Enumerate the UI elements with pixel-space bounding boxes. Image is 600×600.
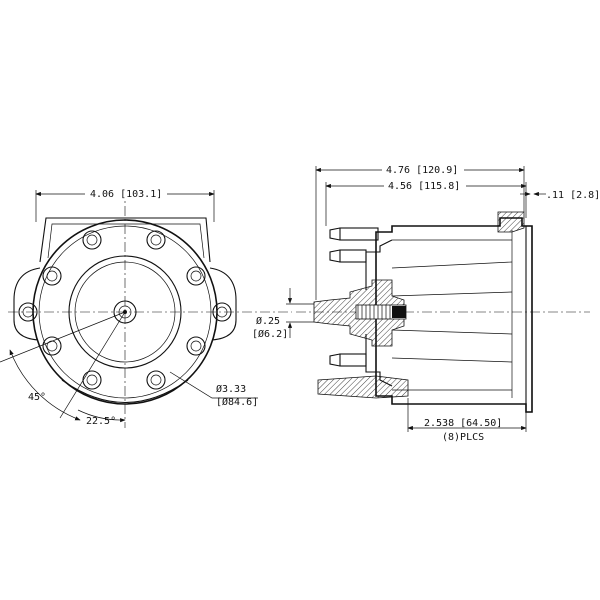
body-length-label: 4.56 [115.8] [388,181,460,192]
hole-diameter-mm-label: [Ø84.6] [216,396,258,408]
front-view: 4.06 [103.1] Ø3.33 [Ø84.6] 45° 22.5° [0,185,292,428]
pin-diameter-mm-label: [Ø6.2] [252,328,288,340]
side-terminal-towers [329,227,379,367]
overall-length-label: 4.76 [120.9] [386,165,458,176]
angle-22-5-label: 22.5° [86,416,116,427]
angle-45-label: 45° [28,392,46,403]
tower-count-label: (8)PLCS [442,432,484,443]
pin-diameter-label: Ø.25 [256,315,280,327]
spring [355,304,407,320]
overall-width-label: 4.06 [103.1] [90,189,162,200]
side-view: 4.76 [120.9] 4.56 [115.8] .11 [2.8] Ø.25… [252,162,600,443]
hole-diameter-label: Ø3.33 [216,383,246,395]
flange-thickness-label: .11 [2.8] [546,190,600,201]
tower-length-label: 2.538 [64.50] [424,418,502,429]
